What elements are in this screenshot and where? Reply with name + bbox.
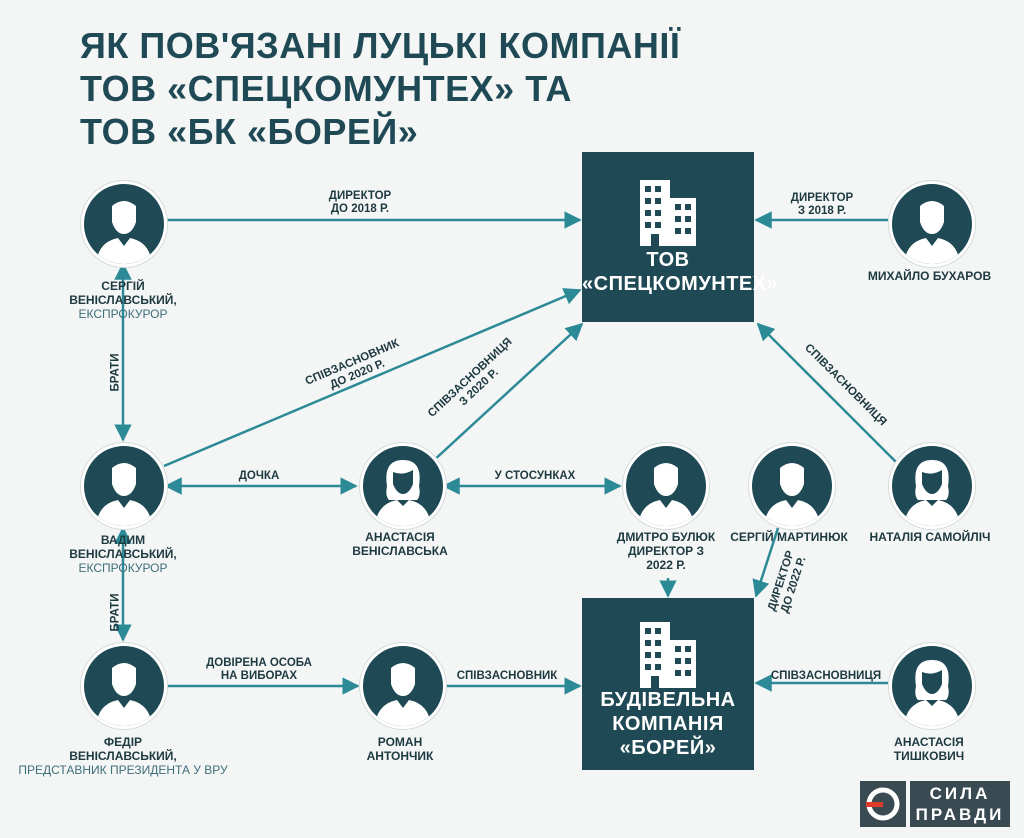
person-label-dmytro-buliuk: ДМИТРО БУЛЮК ДИРЕКТОР З 2022 Р. [606,530,726,572]
avatar-mykhailo-bukharov [889,181,975,267]
sila-pravdy-logo: СИЛА ПРАВДИ [860,781,1010,827]
relation-text: ДОВІРЕНА ОСОБА [206,657,312,669]
person-role: ЕКСПРОКУРОР [78,561,168,575]
male-silhouette-icon [375,663,431,726]
person-role: ДИРЕКТОР З [627,544,705,558]
title-line-2: ТОВ «СПЕЦКОМУНТЕХ» ТА [80,68,572,109]
person-name: АНАСТАСІЯ [894,735,964,749]
person-role: 2022 Р. [646,558,686,572]
company-spetskomuntekh: ТОВ «СПЕЦКОМУНТЕХ» [582,152,779,322]
avatar-fedir-venislavskyi [81,643,167,729]
relation-label-cofounder-roman: СПІВЗАСНОВНИК [456,670,558,682]
person-name: ВЕНІСЛАВСЬКА [352,544,448,558]
person-name: НАТАЛІЯ САМОЙЛІЧ [869,530,991,544]
person-name: АНТОНЧИК [366,749,434,763]
male-silhouette-icon [904,201,960,264]
person-name: МИХАЙЛО БУХАРОВ [867,269,992,283]
relation-label-cofounder-anastasia-t: СПІВЗАСНОВНИЦЯ [770,670,882,682]
infographic-title: ЯК ПОВ'ЯЗАНІ ЛУЦЬКІ КОМПАНІЇ ТОВ «СПЕЦКО… [80,24,680,153]
relation-text: ДИРЕКТОР [328,190,392,202]
title-line-1: ЯК ПОВ'ЯЗАНІ ЛУЦЬКІ КОМПАНІЇ [80,25,681,66]
company-name-line-1: БУДІВЕЛЬНА [600,689,736,711]
person-name: ФЕДІР [103,735,143,749]
person-name: СЕРГІЙ МАРТИНЮК [730,530,848,544]
person-role: ЕКСПРОКУРОР [78,307,168,321]
avatar-anastasia-tyshkovych [889,643,975,729]
building-icon [640,622,696,688]
person-label-vadym-venislavskyi: ВАДИМ ВЕНІСЛАВСЬКИЙ, ЕКСПРОКУРОР [23,533,223,575]
relation-text: НА ВИБОРАХ [220,670,298,682]
company-name-line-1: ТОВ [646,249,690,271]
company-name-line-2: КОМПАНІЯ [612,713,724,735]
relation-label-brothers-2: БРАТИ [109,593,122,632]
person-name: ДМИТРО БУЛЮК [616,530,716,544]
male-silhouette-icon [96,201,152,264]
relation-text: ДИРЕКТОР [790,192,854,204]
person-name: ТИШКОВИЧ [893,749,965,763]
relation-label-brothers-1: БРАТИ [109,353,122,392]
relation-text: З 2018 Р. [797,205,847,217]
arrow-serhii-m-to-borei [752,527,780,598]
arrow-anastasia-to-spec [431,322,584,463]
person-name: ВАДИМ [100,533,146,547]
relation-label-director-from-2018: ДИРЕКТОР З 2018 Р. [772,192,872,218]
person-name: ВЕНІСЛАВСЬКИЙ, [69,293,177,307]
male-silhouette-icon [764,463,820,526]
sila-pravdy-mark [860,781,906,827]
avatar-serhii-venislavskyi [81,181,167,267]
person-label-anastasia-tyshkovych: АНАСТАСІЯ ТИШКОВИЧ [849,735,1009,763]
company-borei: БУДІВЕЛЬНА КОМПАНІЯ «БОРЕЙ» [582,598,754,770]
avatar-natalia-samoilich [889,443,975,529]
person-label-mykhailo-bukharov: МИХАЙЛО БУХАРОВ [862,269,997,283]
company-name-line-3: «БОРЕЙ» [619,737,717,759]
relation-label-director-until-2018: ДИРЕКТОР ДО 2018 Р. [300,190,420,216]
relation-label-daughter: ДОЧКА [238,470,280,482]
relation-label-proxy: ДОВІРЕНА ОСОБА НА ВИБОРАХ [194,657,324,683]
person-label-natalia-samoilich: НАТАЛІЯ САМОЙЛІЧ [860,530,1000,544]
male-silhouette-icon [96,663,152,726]
female-silhouette-icon [904,660,960,726]
logo-line-2: ПРАВДИ [915,805,1005,824]
avatar-roman-antonchyk [360,643,446,729]
person-name: ВЕНІСЛАВСЬКИЙ, [69,749,177,763]
female-silhouette-icon [904,460,960,526]
avatar-vadym-venislavskyi [81,443,167,529]
person-label-roman-antonchyk: РОМАН АНТОНЧИК [300,735,500,763]
company-name-line-2: «СПЕЦКОМУНТЕХ» [582,273,779,295]
avatar-serhii-martyniuk [749,443,835,529]
person-name: РОМАН [377,735,423,749]
logo-mark-icon [866,787,900,821]
male-silhouette-icon [96,463,152,526]
relation-text: ДО 2018 Р. [330,203,390,215]
arrow-vadym-to-spec [163,288,582,468]
title-line-3: ТОВ «БК «БОРЕЙ» [80,111,419,152]
logo-line-1: СИЛА [929,784,991,803]
person-name: СЕРГІЙ [101,279,145,293]
male-silhouette-icon [638,463,694,526]
avatar-dmytro-buliuk [623,443,709,529]
person-label-serhii-martyniuk: СЕРГІЙ МАРТИНЮК [730,530,848,544]
person-name: АНАСТАСІЯ [365,530,435,544]
relation-label-in-relationship: У СТОСУНКАХ [494,470,576,482]
person-label-serhii-venislavskyi: СЕРГІЙ ВЕНІСЛАВСЬКИЙ, ЕКСПРОКУРОР [23,279,223,321]
avatar-anastasia-venislavska [360,443,446,529]
person-role: ПРЕДСТАВНИК ПРЕЗИДЕНТА У ВРУ [18,763,228,777]
building-icon [640,180,696,246]
sila-pravdy-wordmark: СИЛА ПРАВДИ [910,781,1010,827]
person-name: ВЕНІСЛАВСЬКИЙ, [69,547,177,561]
arrow-natalia-to-spec [756,322,897,463]
person-label-anastasia-venislavska: АНАСТАСІЯ ВЕНІСЛАВСЬКА [300,530,500,558]
person-label-fedir-venislavskyi: ФЕДІР ВЕНІСЛАВСЬКИЙ, ПРЕДСТАВНИК ПРЕЗИДЕ… [13,735,233,777]
female-silhouette-icon [375,460,431,526]
